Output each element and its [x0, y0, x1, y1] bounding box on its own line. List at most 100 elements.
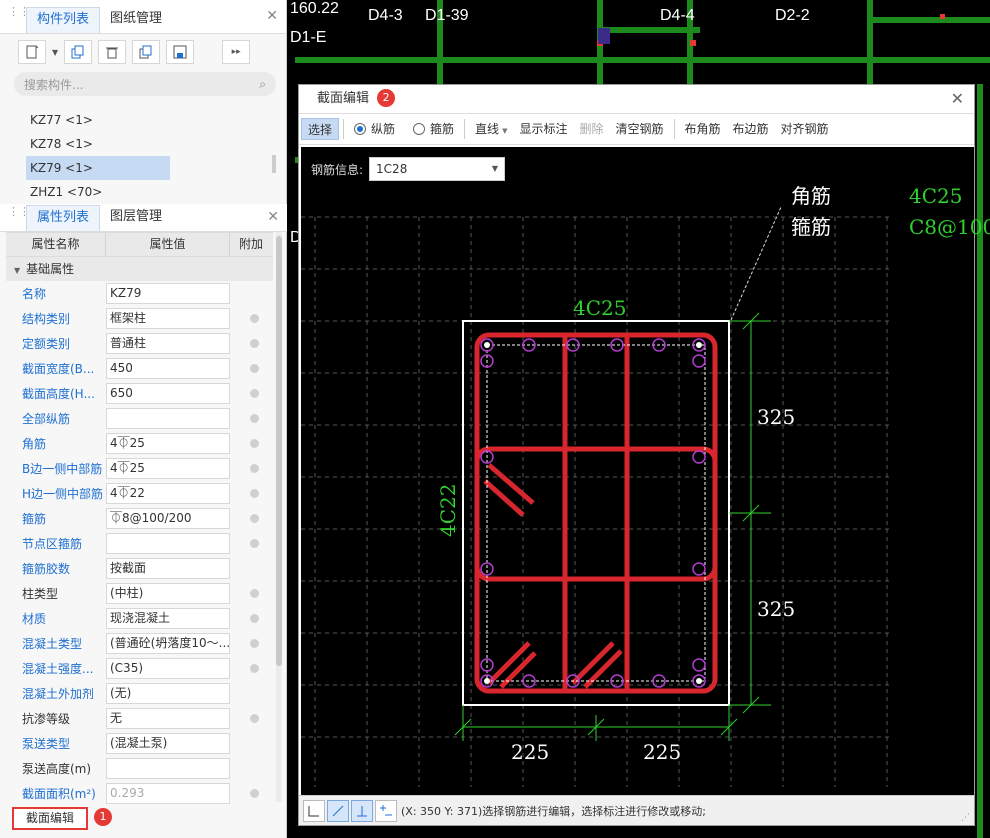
property-value-field[interactable]: (混凝土泵): [106, 733, 230, 754]
section-edit-button[interactable]: 截面编辑: [12, 807, 88, 830]
align-rebar-button[interactable]: 对齐钢筋: [780, 122, 829, 136]
property-value-field[interactable]: 普通柱: [106, 333, 230, 354]
property-value-field[interactable]: 现浇混凝土: [106, 608, 230, 629]
property-value-field[interactable]: (中柱): [106, 583, 230, 604]
tab-property-list[interactable]: 属性列表: [26, 205, 101, 231]
list-scrollbar[interactable]: [272, 155, 276, 173]
save-template-button[interactable]: [166, 40, 195, 64]
offset-input-button[interactable]: [375, 799, 397, 822]
drag-grip-icon[interactable]: ⋮⋮: [8, 205, 30, 218]
line-snap-button[interactable]: [327, 799, 349, 822]
tab-drawing-management[interactable]: 图纸管理: [110, 11, 163, 26]
property-value-field[interactable]: 0.293: [106, 783, 230, 804]
section-canvas[interactable]: 角筋 箍筋 4C25 C8@100: [301, 147, 990, 795]
extra-checkbox[interactable]: [250, 364, 259, 373]
copy-to-floor-button[interactable]: [132, 40, 161, 64]
property-row[interactable]: 泵送高度(m): [6, 756, 287, 781]
property-value-field[interactable]: 按截面: [106, 558, 230, 579]
place-corner-bar-button[interactable]: 布角筋: [684, 122, 721, 136]
property-row[interactable]: 全部纵筋: [6, 406, 287, 431]
property-row[interactable]: 箍筋⏁8@100/200: [6, 506, 287, 531]
section-drawing[interactable]: 角筋 箍筋 4C25 C8@100: [301, 147, 990, 795]
property-value-field[interactable]: 4⏁25: [106, 433, 230, 454]
extra-checkbox[interactable]: [250, 614, 259, 623]
property-value-field[interactable]: ⏁8@100/200: [106, 508, 230, 529]
property-row[interactable]: 泵送类型(混凝土泵): [6, 731, 287, 756]
extra-checkbox[interactable]: [250, 439, 259, 448]
extra-checkbox[interactable]: [250, 664, 259, 673]
property-row[interactable]: 抗渗等级无: [6, 706, 287, 731]
property-row[interactable]: 结构类别框架柱: [6, 306, 287, 331]
property-value-field[interactable]: (无): [106, 683, 230, 704]
property-row[interactable]: 截面面积(m²)0.293: [6, 781, 287, 806]
extra-checkbox[interactable]: [250, 714, 259, 723]
property-value-field[interactable]: 650: [106, 383, 230, 404]
property-value-field[interactable]: [106, 408, 230, 429]
clear-rebar-button[interactable]: 清空钢筋: [615, 122, 664, 136]
extra-checkbox[interactable]: [250, 314, 259, 323]
longitudinal-radio[interactable]: 纵筋: [348, 118, 401, 140]
select-tool-button[interactable]: 选择: [301, 118, 340, 140]
copy-button[interactable]: [64, 40, 93, 64]
extra-checkbox[interactable]: [250, 639, 259, 648]
new-component-button[interactable]: [18, 40, 46, 64]
rebar-info-select[interactable]: 1C28▼: [369, 157, 506, 181]
stirrup-radio[interactable]: 箍筋: [407, 118, 460, 140]
property-row[interactable]: 箍筋胶数按截面: [6, 556, 287, 581]
property-row[interactable]: 截面高度(H...650: [6, 381, 287, 406]
property-row[interactable]: 截面宽度(B...450: [6, 356, 287, 381]
extra-checkbox[interactable]: [250, 464, 259, 473]
list-item[interactable]: KZ77 <1>: [30, 113, 93, 127]
property-scrollbar[interactable]: [276, 232, 282, 802]
extra-checkbox[interactable]: [250, 339, 259, 348]
property-value-field[interactable]: 框架柱: [106, 308, 230, 329]
place-edge-bar-button[interactable]: 布边筋: [732, 122, 769, 136]
dialog-close-icon[interactable]: ✕: [950, 89, 964, 108]
extra-checkbox[interactable]: [250, 389, 259, 398]
property-value-field[interactable]: 450: [106, 358, 230, 379]
list-item[interactable]: ZHZ1 <70>: [30, 185, 103, 199]
property-row[interactable]: 混凝土类型(普通砼(坍落度10～...: [6, 631, 287, 656]
extra-checkbox[interactable]: [250, 539, 259, 548]
delete-button[interactable]: [98, 40, 127, 64]
extra-checkbox[interactable]: [250, 514, 259, 523]
close-icon[interactable]: ✕: [267, 209, 279, 225]
property-value-field[interactable]: [106, 758, 230, 779]
property-value-field[interactable]: KZ79: [106, 283, 230, 304]
close-icon[interactable]: ✕: [266, 8, 278, 24]
extra-checkbox[interactable]: [250, 789, 259, 798]
dialog-titlebar[interactable]: 截面编辑 2 ✕: [299, 85, 974, 113]
property-value-field[interactable]: 4⏁25: [106, 458, 230, 479]
property-value-field[interactable]: 无: [106, 708, 230, 729]
property-row[interactable]: 节点区箍筋: [6, 531, 287, 556]
delete-tool-button[interactable]: 删除: [579, 122, 604, 136]
tab-component-list[interactable]: 构件列表: [26, 7, 101, 33]
property-value-field[interactable]: 4⏁22: [106, 483, 230, 504]
search-input[interactable]: 搜索构件... ⌕: [14, 72, 276, 96]
search-icon[interactable]: ⌕: [259, 76, 266, 91]
extra-checkbox[interactable]: [250, 589, 259, 598]
property-value-field[interactable]: (普通砼(坍落度10～...: [106, 633, 230, 654]
perpendicular-snap-button[interactable]: [351, 799, 373, 822]
more-button[interactable]: ▸▸: [222, 40, 251, 64]
property-row[interactable]: 混凝土强度...(C35): [6, 656, 287, 681]
extra-checkbox[interactable]: [250, 489, 259, 498]
resize-grip-icon[interactable]: ⋰: [961, 813, 970, 823]
property-row[interactable]: 混凝土外加剂(无): [6, 681, 287, 706]
extra-checkbox[interactable]: [250, 414, 259, 423]
drag-grip-icon[interactable]: ⋮⋮: [8, 5, 30, 18]
line-dropdown[interactable]: 直线▼: [469, 118, 513, 140]
tab-layer-management[interactable]: 图层管理: [110, 209, 163, 224]
list-item[interactable]: KZ78 <1>: [30, 137, 93, 151]
section-basic-properties[interactable]: ▼基础属性: [6, 257, 273, 281]
new-dropdown-arrow[interactable]: ▼: [52, 47, 59, 57]
property-value-field[interactable]: (C35): [106, 658, 230, 679]
property-row[interactable]: 材质现浇混凝土: [6, 606, 287, 631]
property-value-field[interactable]: [106, 533, 230, 554]
show-dimension-button[interactable]: 显示标注: [519, 122, 568, 136]
scrollbar-thumb[interactable]: [276, 236, 282, 666]
